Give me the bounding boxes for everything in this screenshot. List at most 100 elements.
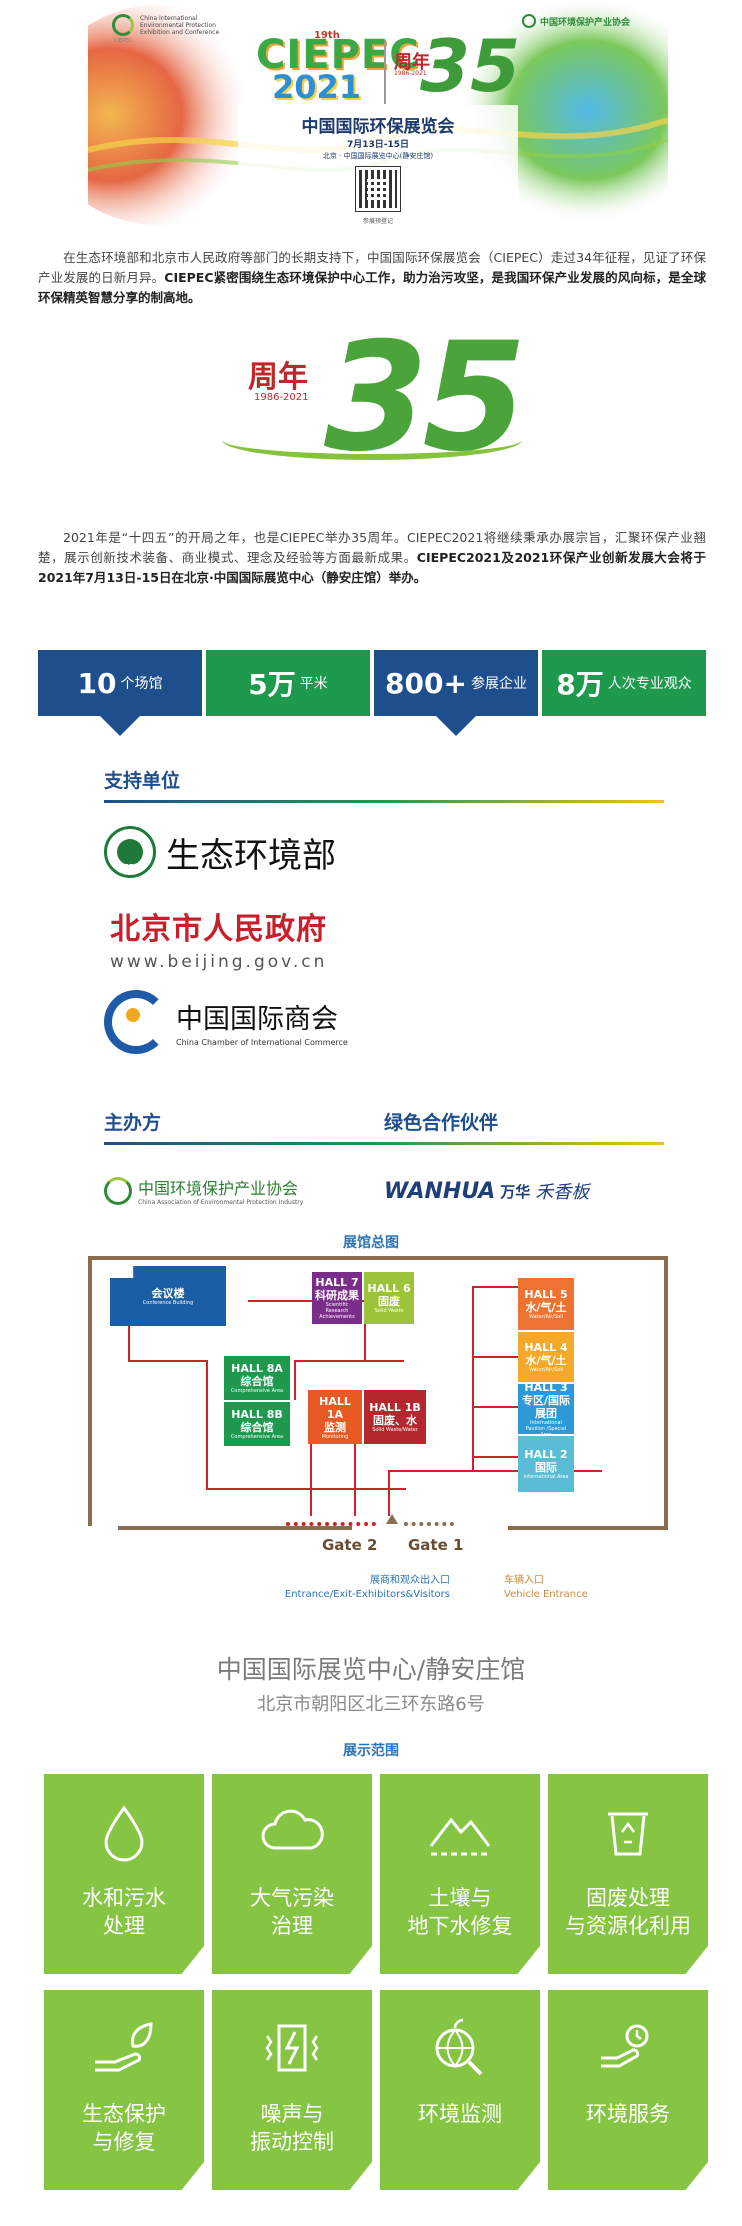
hall-6[interactable]: HALL 6 固废 Solid Waste [364, 1272, 414, 1324]
path [472, 1406, 518, 1408]
hall-4[interactable]: HALL 4 水/气/土 Water/Air/Soil [518, 1332, 574, 1382]
partner-heading: 绿色合作伙伴 [384, 1112, 499, 1134]
category-solid-waste[interactable]: 固废处理与资源化利用 [548, 1774, 708, 1974]
banner-title: 中国国际环保展览会 [301, 117, 455, 137]
path [388, 1470, 390, 1516]
organizer-heading: 主办方 [104, 1112, 162, 1134]
logo-year: 2021 [272, 68, 362, 106]
path [388, 1470, 602, 1472]
path [472, 1356, 518, 1358]
organizer-underline [104, 1142, 664, 1145]
hall-1a[interactable]: HALL 1A 监测 Monitoring [308, 1390, 362, 1444]
caepi-emblem-icon [104, 1176, 132, 1205]
hall-5[interactable]: HALL 5 水/气/土 Water/Air/Soil [518, 1278, 574, 1330]
registration-qr-code[interactable] [355, 166, 401, 212]
ccoic-emblem-icon [104, 990, 168, 1054]
recycle-bin-icon [608, 1812, 648, 1856]
stat-area: 5万平米 [206, 650, 370, 716]
caepi-logo-icon [521, 14, 536, 28]
anniversary-graphic: 周年 1986-2021 35 [222, 318, 532, 478]
service-icon [601, 2024, 649, 2068]
gate-1-arrow-icon [386, 1514, 398, 1524]
ciepec-logo: China International Environmental Protec… [112, 14, 220, 44]
ciepec-logo-icon [112, 14, 134, 36]
path [206, 1360, 208, 1490]
wall-top [88, 1256, 668, 1260]
path [472, 1456, 518, 1458]
path [354, 1442, 356, 1516]
category-ecology[interactable]: 生态保护与修复 [44, 1990, 204, 2190]
stat-exhibitors: 800+参展企业 [374, 650, 538, 736]
stat-visitors: 8万人次专业观众 [542, 650, 706, 716]
anniversary-swoosh [222, 420, 522, 460]
path [472, 1286, 474, 1472]
logo-divider [384, 40, 386, 104]
path [472, 1286, 518, 1288]
hero-banner: China International Environmental Protec… [88, 0, 668, 234]
cloud-icon [261, 1809, 324, 1850]
wall-bottom-left [118, 1526, 352, 1530]
wall-bottom-right [508, 1526, 668, 1530]
hall-2[interactable]: HALL 2 国际 International Area [518, 1436, 574, 1492]
path [128, 1320, 130, 1360]
organizer-logo: 中国环境保护产业协会 China Association of Environm… [104, 1175, 303, 1206]
hall-conference[interactable]: 会议楼 Conference Building [110, 1266, 226, 1326]
gate-2-caption: 展商和观众出入口 Entrance/Exit-Exhibitors&Visito… [284, 1575, 450, 1600]
hand-leaf-icon [95, 2022, 153, 2072]
caepi-logo: 中国环境保护产业协会 [521, 14, 630, 28]
path [294, 1360, 404, 1362]
hall-8b[interactable]: HALL 8B 综合馆 Comprehensive Area [224, 1402, 290, 1446]
floor-plan: 会议楼 Conference Building HALL 7 科研成果 Scie… [88, 1256, 668, 1556]
gate-2-marker [286, 1522, 376, 1526]
ccoic-logo: 中国国际商会 China Chamber of International Co… [104, 990, 348, 1054]
wall-right [664, 1256, 668, 1526]
anniv-years: 1986-2021 [394, 70, 427, 77]
stat-pointer [436, 716, 476, 736]
gate-2-label: Gate 2 [322, 1536, 378, 1554]
path [364, 1300, 366, 1360]
logo-word: CIEPEC [256, 32, 420, 78]
wall-left [88, 1256, 92, 1526]
category-air[interactable]: 大气污染治理 [212, 1774, 372, 1974]
path [294, 1360, 296, 1400]
qr-caption: 参展预登记 [362, 218, 393, 225]
banner-date: 7月13日-15日 [346, 140, 410, 150]
water-drop-icon [104, 1805, 144, 1862]
categories-title: 展示范围 [343, 1743, 399, 1759]
wanhua-logo: WANHUA 万华 禾香板 [384, 1178, 590, 1204]
intro-paragraph-2: 2021年是“十四五”的开局之年，也是CIEPEC举办35周年。CIEPEC20… [38, 530, 706, 585]
path [248, 1300, 368, 1302]
anniv-number: 35 [420, 24, 521, 108]
category-soil[interactable]: 土壤与地下水修复 [380, 1774, 540, 1974]
hall-1b[interactable]: HALL 1B 固废、水 Solid Waste/Water [364, 1390, 426, 1444]
category-service[interactable]: 环境服务 [548, 1990, 708, 2190]
gate-1-caption: 车辆入口 Vehicle Entrance [504, 1575, 588, 1600]
gate-1-label: Gate 1 [408, 1536, 464, 1554]
mee-logo: MEE 生态环境部 [104, 826, 336, 878]
globe-search-icon [435, 2018, 483, 2076]
support-heading: 支持单位 [104, 770, 181, 792]
venue-address: 北京市朝阳区北三环东路6号 [257, 1694, 485, 1715]
category-water[interactable]: 水和污水处理 [44, 1774, 204, 1974]
edition-badge: 19th [314, 30, 340, 41]
mee-emblem-icon: MEE [104, 826, 156, 878]
hall-8a[interactable]: HALL 8A 综合馆 Comprehensive Area [224, 1356, 290, 1400]
hall-3[interactable]: HALL 3 专区/国际展团 International Pavilion /S… [518, 1381, 574, 1438]
anniv-label: 周年 [394, 52, 430, 73]
floor-plan-title: 展馆总图 [343, 1235, 399, 1251]
banner-venue: 北京 · 中国国际展览中心(静安庄馆) [322, 152, 434, 160]
mountain-icon [429, 1817, 491, 1856]
stat-pointer [100, 716, 140, 736]
category-monitoring[interactable]: 环境监测 [380, 1990, 540, 2190]
path [206, 1488, 406, 1490]
gate-1-marker [404, 1522, 454, 1526]
venue-name: 中国国际展览中心/静安庄馆 [216, 1655, 526, 1684]
support-underline [104, 800, 664, 803]
beijing-gov-logo: 北京市人民政府 www.beijing.gov.cn [110, 912, 328, 972]
hall-7[interactable]: HALL 7 科研成果 Scientific Research Achievem… [312, 1272, 362, 1324]
category-noise[interactable]: 噪声与振动控制 [212, 1990, 372, 2190]
path [128, 1360, 208, 1362]
path [310, 1442, 312, 1516]
